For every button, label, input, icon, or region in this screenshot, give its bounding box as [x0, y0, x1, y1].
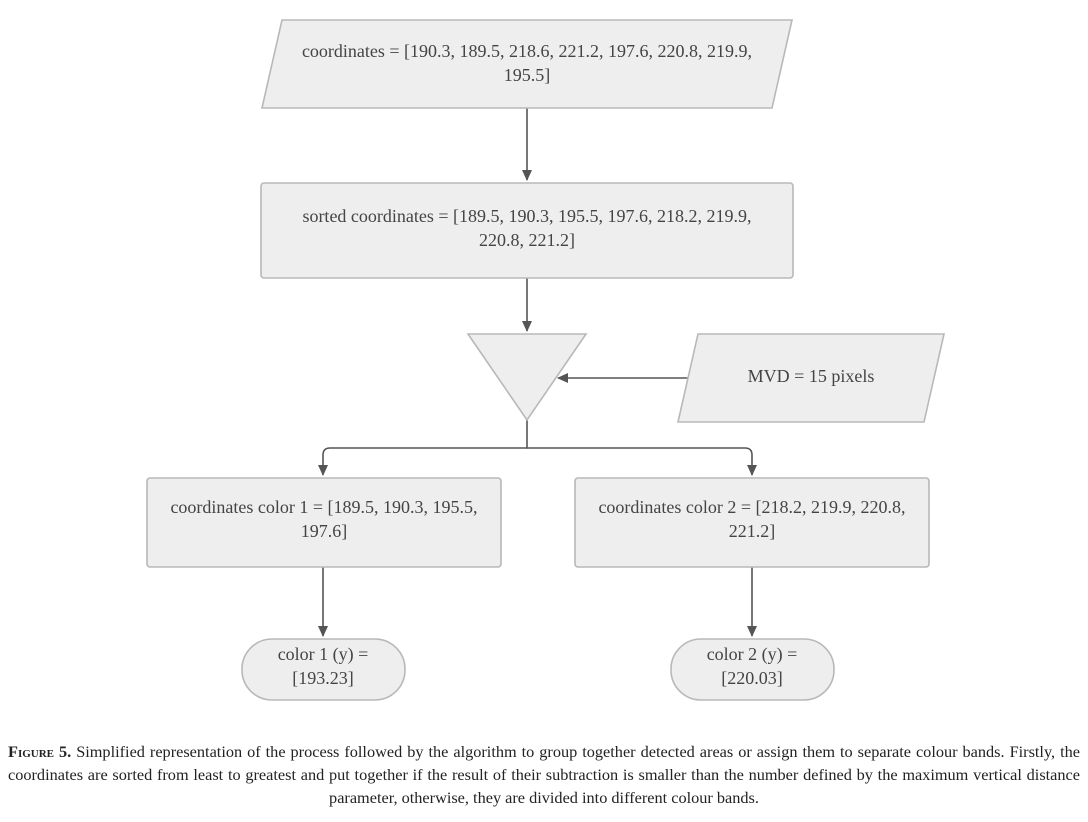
- mvd-input-shape: [676, 333, 946, 423]
- color2-group-shape: [574, 477, 930, 568]
- input-coordinates-line2: 195.5]: [504, 65, 551, 85]
- figure-caption-text: Simplified representation of the process…: [8, 742, 1080, 807]
- color1-group-line1: coordinates color 1 = [189.5, 190.3, 195…: [170, 497, 477, 517]
- color1-group-line2: 197.6]: [301, 521, 348, 541]
- flowchart: coordinates = [190.3, 189.5, 218.6, 221.…: [146, 19, 946, 701]
- decision-node: [466, 333, 588, 422]
- color2-group-node: coordinates color 2 = [218.2, 219.9, 220…: [574, 477, 930, 568]
- figure-label: Figure 5.: [8, 742, 72, 761]
- sorted-coordinates-shape: [260, 182, 794, 279]
- color2-result-shape: [670, 638, 835, 701]
- color1-result-line1: color 1 (y) =: [278, 644, 369, 665]
- sorted-coordinates-line2: 220.8, 221.2]: [479, 230, 575, 250]
- figure-caption: Figure 5. Simplified representation of t…: [8, 740, 1080, 809]
- color2-result-node: color 2 (y) = [220.03]: [670, 638, 835, 701]
- color2-result-line2: [220.03]: [721, 668, 783, 688]
- input-coordinates-shape: [260, 19, 794, 109]
- mvd-input-node: MVD = 15 pixels: [676, 333, 946, 423]
- color2-result-line1: color 2 (y) =: [707, 644, 798, 665]
- color2-group-line2: 221.2]: [729, 521, 776, 541]
- color1-group-shape: [146, 477, 502, 568]
- color1-result-node: color 1 (y) = [193.23]: [241, 638, 406, 701]
- mvd-input-label: MVD = 15 pixels: [748, 366, 875, 386]
- connectors: [318, 108, 757, 637]
- input-coordinates-line1: coordinates = [190.3, 189.5, 218.6, 221.…: [302, 41, 752, 61]
- arrow-decision-to-color1: [318, 420, 528, 476]
- color1-result-line2: [193.23]: [292, 668, 354, 688]
- color1-result-shape: [241, 638, 406, 701]
- input-coordinates-node: coordinates = [190.3, 189.5, 218.6, 221.…: [260, 19, 794, 109]
- sorted-coordinates-line1: sorted coordinates = [189.5, 190.3, 195.…: [302, 206, 751, 226]
- arrow-decision-to-color2: [527, 447, 757, 476]
- decision-triangle-shape: [466, 333, 588, 422]
- color2-group-line1: coordinates color 2 = [218.2, 219.9, 220…: [598, 497, 905, 517]
- color1-group-node: coordinates color 1 = [189.5, 190.3, 195…: [146, 477, 502, 568]
- sorted-coordinates-node: sorted coordinates = [189.5, 190.3, 195.…: [260, 182, 794, 279]
